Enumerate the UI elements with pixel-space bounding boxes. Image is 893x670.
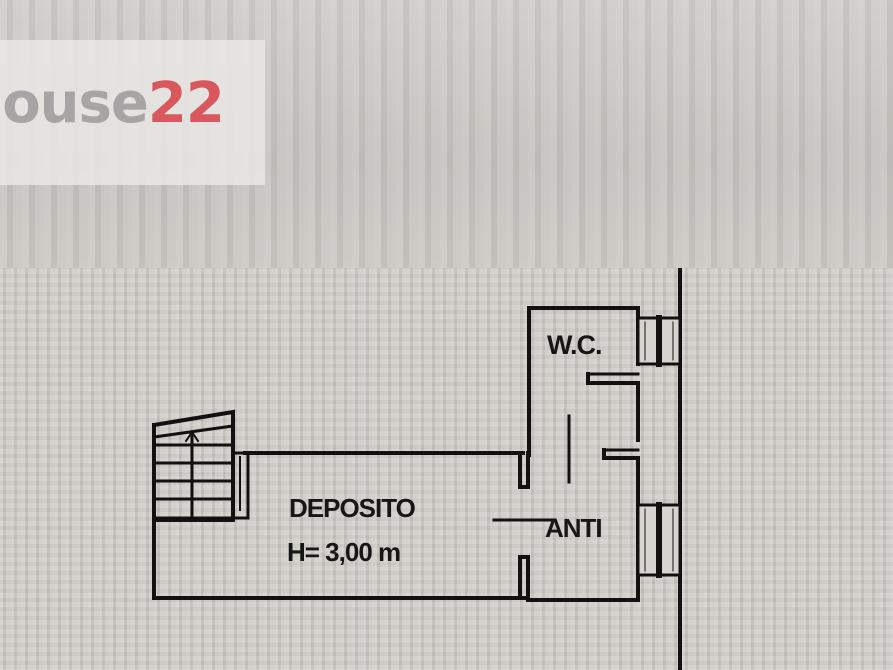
watermark-logo: louse22 (0, 71, 225, 136)
staircase (152, 409, 250, 522)
logo-word: louse (0, 71, 149, 136)
plan-paper-background (0, 268, 893, 670)
logo-number: 22 (147, 71, 225, 136)
anti-window (636, 502, 682, 578)
room-label-wc: W.C. (547, 330, 602, 360)
room-height-note: H= 3,00 m (287, 537, 401, 567)
watermark-logo-panel (0, 40, 265, 185)
room-label-anti: ANTI (545, 513, 603, 543)
wc-window (636, 315, 682, 367)
room-label-deposito: DEPOSITO (289, 493, 416, 523)
